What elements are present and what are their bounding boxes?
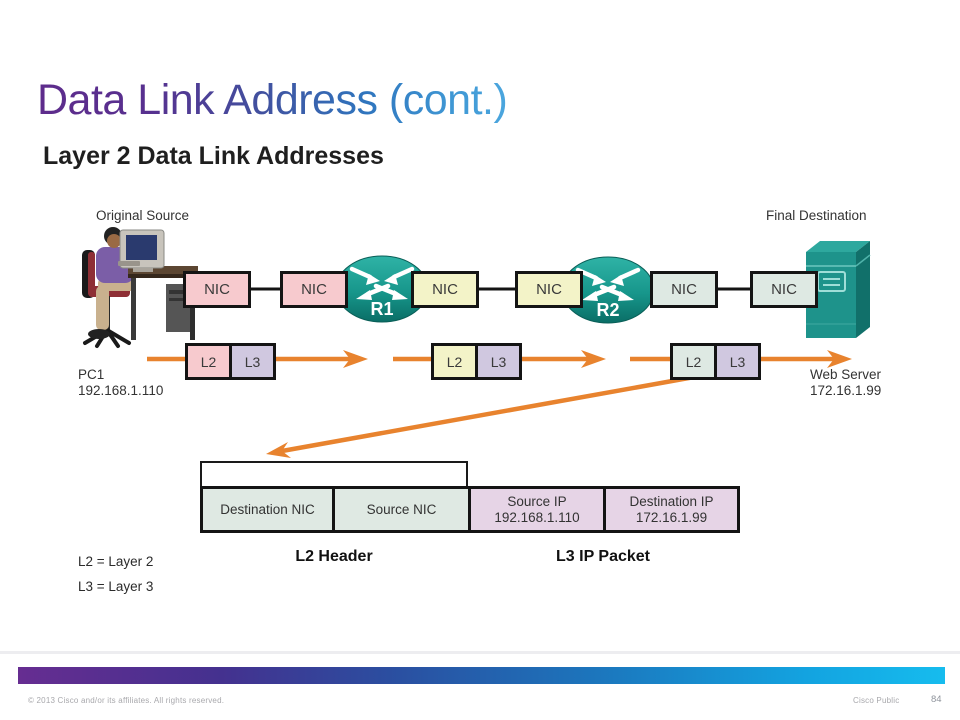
original-source-label: Original Source [96,208,190,223]
router-r2-label: R2 [596,300,619,320]
nic-label: NIC [432,281,458,298]
nic-label: NIC [536,281,562,298]
field-label: Source IP [507,493,567,509]
footer-page-number: 84 [931,694,942,705]
nic-label: NIC [671,281,697,298]
l3-label: L3 [729,353,746,370]
server-icon [806,241,871,338]
l2-label: L2 [685,353,702,370]
packet-field-destination-ip: Destination IP 172.16.1.99 [603,486,740,533]
l3-ip-packet-label: L3 IP Packet [556,548,650,565]
l2-label: L2 [446,353,463,370]
nic-box-1: NIC [183,271,251,308]
pc-caption: PC1 192.168.1.110 [78,367,163,399]
hop1-l2-box: L2 [185,343,232,380]
nic-box-3: NIC [411,271,479,308]
footer-copyright: © 2013 Cisco and/or its affiliates. All … [28,696,225,705]
l2-label: L2 [200,353,217,370]
hop3-l3-box: L3 [714,343,761,380]
packet-field-destination-nic: Destination NIC [200,486,335,533]
router-r1-label: R1 [370,299,393,319]
pc-ip: 192.168.1.110 [78,383,164,398]
web-server-caption: Web Server 172.16.1.99 [810,367,881,399]
hop2-l2-box: L2 [431,343,478,380]
pc-name: PC1 [78,367,105,382]
l3-label: L3 [244,353,261,370]
final-destination-label: Final Destination [766,208,867,223]
nic-box-2: NIC [280,271,348,308]
footer-hairline [0,651,960,654]
field-label: Destination NIC [220,501,315,517]
hop2-l3-box: L3 [475,343,522,380]
nic-box-4: NIC [515,271,583,308]
l3-label: L3 [490,353,507,370]
packet-field-source-nic: Source NIC [332,486,471,533]
page-title: Data Link Address (cont.) [37,76,508,124]
l2-header-label: L2 Header [295,548,373,565]
nic-box-5: NIC [650,271,718,308]
footer-classification: Cisco Public [853,696,900,705]
field-label: Destination IP [629,493,714,509]
field-value: 172.16.1.99 [635,509,708,525]
nic-box-6: NIC [750,271,818,308]
footer-gradient-bar [18,667,945,684]
router-r2-icon: R2 [561,256,655,324]
legend-l2: L2 = Layer 2 [78,554,154,569]
legend-l3: L3 = Layer 3 [78,579,154,594]
hop3-l2-box: L2 [670,343,717,380]
field-label: Source NIC [366,501,437,517]
pc-user-illustration [82,227,198,348]
page-subtitle: Layer 2 Data Link Addresses [43,142,384,170]
field-value: 192.168.1.110 [494,509,580,525]
packet-field-source-ip: Source IP 192.168.1.110 [468,486,606,533]
nic-label: NIC [204,281,230,298]
web-server-ip: 172.16.1.99 [810,383,882,398]
nic-label: NIC [301,281,327,298]
web-server-name: Web Server [810,367,882,382]
hop1-l3-box: L3 [229,343,276,380]
nic-label: NIC [771,281,797,298]
packet-spacer-box [200,461,468,488]
